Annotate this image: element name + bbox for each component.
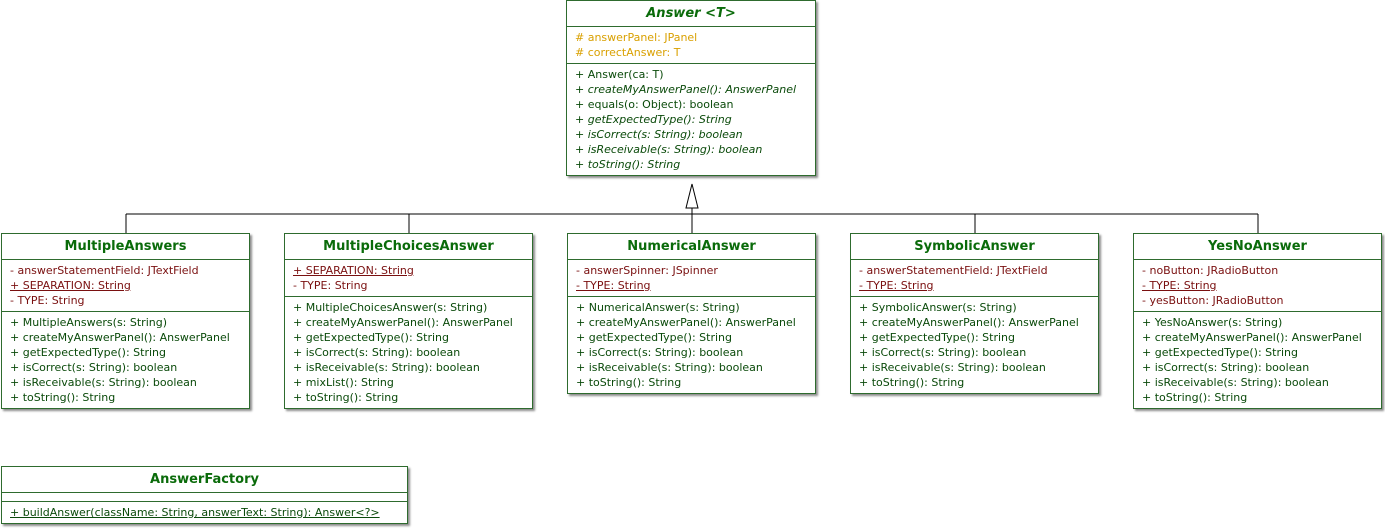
method: + getExpectedType(): String — [1142, 346, 1298, 359]
method: + getExpectedType(): String — [10, 346, 166, 359]
method: + isReceivable(s: String): boolean — [10, 376, 197, 389]
methods-compartment: + NumericalAnswer(s: String) + createMyA… — [568, 297, 815, 393]
generalization-arrowhead — [685, 183, 699, 209]
attribute: - yesButton: JRadioButton — [1142, 294, 1284, 307]
attribute: - TYPE: String — [293, 279, 368, 292]
methods-compartment: + MultipleAnswers(s: String) + createMyA… — [2, 312, 249, 408]
method: + getExpectedType(): String — [293, 331, 449, 344]
class-numerical-answer[interactable]: NumericalAnswer - answerSpinner: JSpinne… — [567, 233, 816, 394]
class-name: MultipleChoicesAnswer — [285, 234, 532, 260]
method: + toString(): String — [1142, 391, 1248, 404]
attribute: # correctAnswer: T — [575, 46, 681, 59]
method: + isReceivable(s: String): boolean — [293, 361, 480, 374]
method: + getExpectedType(): String — [859, 331, 1015, 344]
attributes-compartment — [2, 493, 407, 502]
class-name: MultipleAnswers — [2, 234, 249, 260]
attribute: - answerStatementField: JTextField — [10, 264, 199, 277]
static-attribute: + SEPARATION: String — [10, 279, 131, 292]
class-answer-factory[interactable]: AnswerFactory + buildAnswer(className: S… — [1, 466, 408, 524]
method: + isCorrect(s: String): boolean — [293, 346, 461, 359]
attribute: - answerSpinner: JSpinner — [576, 264, 718, 277]
class-name: SymbolicAnswer — [851, 234, 1098, 260]
method: + NumericalAnswer(s: String) — [576, 301, 740, 314]
attributes-compartment: + SEPARATION: String - TYPE: String — [285, 260, 532, 297]
method: + isCorrect(s: String): boolean — [1142, 361, 1310, 374]
method: + isReceivable(s: String): boolean — [1142, 376, 1329, 389]
method: + toString(): String — [293, 391, 399, 404]
method: + SymbolicAnswer(s: String) — [859, 301, 1017, 314]
method: + createMyAnswerPanel(): AnswerPanel — [1142, 331, 1362, 344]
methods-compartment: + Answer(ca: T) + createMyAnswerPanel():… — [567, 64, 815, 175]
method: + isCorrect(s: String): boolean — [575, 128, 743, 141]
attribute: - answerStatementField: JTextField — [859, 264, 1048, 277]
method: + MultipleAnswers(s: String) — [10, 316, 167, 329]
attribute: # answerPanel: JPanel — [575, 31, 698, 44]
method: + isReceivable(s: String): boolean — [859, 361, 1046, 374]
attributes-compartment: - answerSpinner: JSpinner - TYPE: String — [568, 260, 815, 297]
attributes-compartment: - answerStatementField: JTextField + SEP… — [2, 260, 249, 312]
method: + isCorrect(s: String): boolean — [10, 361, 178, 374]
method: + isCorrect(s: String): boolean — [859, 346, 1027, 359]
method: + createMyAnswerPanel(): AnswerPanel — [10, 331, 230, 344]
attributes-compartment: # answerPanel: JPanel # correctAnswer: T — [567, 27, 815, 64]
methods-compartment: + MultipleChoicesAnswer(s: String) + cre… — [285, 297, 532, 408]
class-multiple-answers[interactable]: MultipleAnswers - answerStatementField: … — [1, 233, 250, 409]
class-name: Answer <T> — [567, 1, 815, 27]
class-yes-no-answer[interactable]: YesNoAnswer - noButton: JRadioButton - T… — [1133, 233, 1382, 409]
method: + toString(): String — [575, 158, 681, 171]
method: + equals(o: Object): boolean — [575, 98, 734, 111]
static-attribute: - TYPE: String — [859, 279, 934, 292]
method: + YesNoAnswer(s: String) — [1142, 316, 1283, 329]
method: + MultipleChoicesAnswer(s: String) — [293, 301, 488, 314]
method: + createMyAnswerPanel(): AnswerPanel — [859, 316, 1079, 329]
method: + toString(): String — [576, 376, 682, 389]
class-multiple-choices-answer[interactable]: MultipleChoicesAnswer + SEPARATION: Stri… — [284, 233, 533, 409]
method: + toString(): String — [859, 376, 965, 389]
method: + createMyAnswerPanel(): AnswerPanel — [576, 316, 796, 329]
static-attribute: + SEPARATION: String — [293, 264, 414, 277]
class-name: NumericalAnswer — [568, 234, 815, 260]
method: + Answer(ca: T) — [575, 68, 664, 81]
static-attribute: - TYPE: String — [576, 279, 651, 292]
attributes-compartment: - noButton: JRadioButton - TYPE: String … — [1134, 260, 1381, 312]
class-name: YesNoAnswer — [1134, 234, 1381, 260]
static-method: + buildAnswer(className: String, answerT… — [10, 506, 380, 519]
method: + createMyAnswerPanel(): AnswerPanel — [293, 316, 513, 329]
method: + getExpectedType(): String — [576, 331, 732, 344]
method: + toString(): String — [10, 391, 116, 404]
methods-compartment: + YesNoAnswer(s: String) + createMyAnswe… — [1134, 312, 1381, 408]
static-attribute: - TYPE: String — [1142, 279, 1217, 292]
method: + mixList(): String — [293, 376, 394, 389]
methods-compartment: + SymbolicAnswer(s: String) + createMyAn… — [851, 297, 1098, 393]
class-symbolic-answer[interactable]: SymbolicAnswer - answerStatementField: J… — [850, 233, 1099, 394]
method: + getExpectedType(): String — [575, 113, 732, 126]
attribute: - noButton: JRadioButton — [1142, 264, 1279, 277]
method: + isReceivable(s: String): boolean — [576, 361, 763, 374]
attribute: - TYPE: String — [10, 294, 85, 307]
method: + isCorrect(s: String): boolean — [576, 346, 744, 359]
methods-compartment: + buildAnswer(className: String, answerT… — [2, 502, 407, 523]
method: + isReceivable(s: String): boolean — [575, 143, 763, 156]
class-name: AnswerFactory — [2, 467, 407, 493]
class-answer[interactable]: Answer <T> # answerPanel: JPanel # corre… — [566, 0, 816, 176]
attributes-compartment: - answerStatementField: JTextField - TYP… — [851, 260, 1098, 297]
method: + createMyAnswerPanel(): AnswerPanel — [575, 83, 797, 96]
